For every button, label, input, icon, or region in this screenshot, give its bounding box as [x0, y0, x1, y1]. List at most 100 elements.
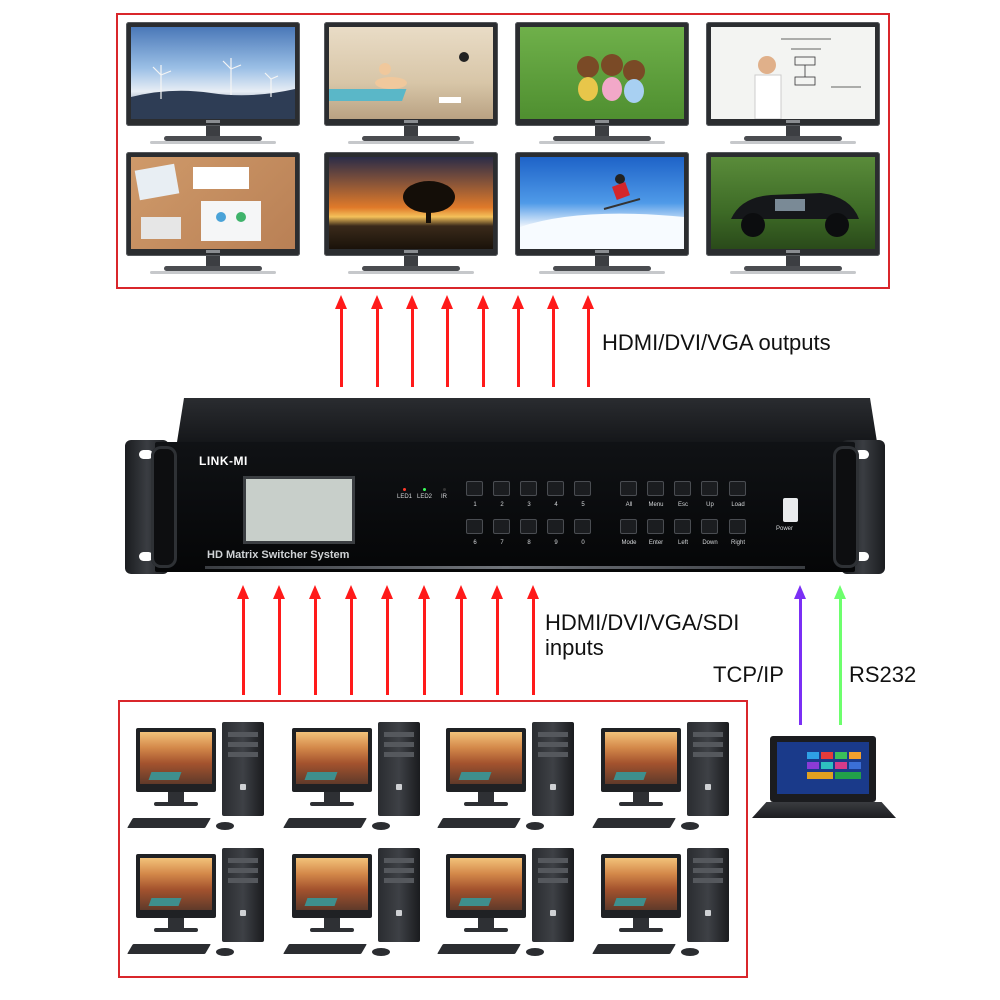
output-arrow: [582, 295, 594, 387]
power-label: Power: [776, 526, 794, 532]
lcd-screen: [243, 476, 355, 544]
rs232-label: RS232: [849, 662, 917, 687]
key-esc[interactable]: [674, 481, 691, 496]
key-menu[interactable]: [647, 481, 664, 496]
key-label: Enter: [648, 540, 664, 546]
key-all[interactable]: [620, 481, 637, 496]
desktop-computer: [437, 848, 584, 968]
key-4[interactable]: [547, 481, 564, 496]
tv-display: [515, 152, 689, 280]
key-2[interactable]: [493, 481, 510, 496]
key-label: 0: [581, 540, 585, 546]
output-arrow: [547, 295, 559, 387]
laptop-controller: [752, 736, 896, 822]
input-arrow: [418, 585, 430, 695]
key-label: Left: [677, 540, 688, 546]
tv-display: [324, 22, 498, 150]
key-label: All: [625, 502, 633, 508]
input-arrow: [309, 585, 321, 695]
tv-display: [324, 152, 498, 280]
key-label: 1: [473, 502, 477, 508]
skier-screen: [520, 157, 684, 249]
led1-label: LED1: [397, 494, 413, 500]
input-arrow: [273, 585, 285, 695]
input-arrow: [345, 585, 357, 695]
input-arrow: [381, 585, 393, 695]
output-arrow: [512, 295, 524, 387]
key-load[interactable]: [729, 481, 746, 496]
key-up[interactable]: [701, 481, 718, 496]
key-1[interactable]: [466, 481, 483, 496]
input-arrow: [455, 585, 467, 695]
tv-display: [126, 152, 300, 280]
front-strip: [205, 566, 805, 569]
key-3[interactable]: [520, 481, 537, 496]
key-label: 3: [527, 502, 531, 508]
power-switch[interactable]: [783, 498, 798, 522]
tv-display: [126, 22, 300, 150]
output-arrow: [371, 295, 383, 387]
desktop-computer: [283, 722, 430, 842]
sunset-tree-screen: [329, 157, 493, 249]
handle-right: [833, 446, 859, 568]
desktop-computer: [127, 722, 274, 842]
led2-label: LED2: [417, 494, 433, 500]
key-7[interactable]: [493, 519, 510, 534]
output-displays-frame: [116, 13, 890, 289]
output-arrow: [335, 295, 347, 387]
key-label: Mode: [621, 540, 637, 546]
key-5[interactable]: [574, 481, 591, 496]
key-mode[interactable]: [620, 519, 637, 534]
input-arrow: [527, 585, 539, 695]
inputs-label-line2: inputs: [545, 635, 604, 660]
key-enter[interactable]: [647, 519, 664, 534]
output-arrow: [441, 295, 453, 387]
output-arrow: [477, 295, 489, 387]
matrix-switcher: LINK-MI HD Matrix Switcher System LED1 L…: [125, 398, 885, 580]
key-label: Esc: [677, 502, 688, 508]
led1-indicator: [403, 488, 406, 491]
key-label: 6: [473, 540, 477, 546]
desktop-computer: [592, 722, 739, 842]
key-label: Menu: [648, 502, 664, 508]
key-label: Right: [730, 540, 745, 546]
desktop-computer: [437, 722, 584, 842]
key-label: 4: [554, 502, 558, 508]
key-label: Down: [702, 540, 718, 546]
desktop-computer: [592, 848, 739, 968]
tv-display: [706, 152, 880, 280]
vintage-car-screen: [711, 157, 875, 249]
man-whiteboard-screen: [711, 27, 875, 119]
output-arrow: [406, 295, 418, 387]
system-name: HD Matrix Switcher System: [207, 549, 350, 561]
key-label: 8: [527, 540, 531, 546]
key-right[interactable]: [729, 519, 746, 534]
key-label: 9: [554, 540, 558, 546]
key-8[interactable]: [520, 519, 537, 534]
outputs-label: HDMI/DVI/VGA outputs: [602, 330, 831, 355]
inputs-label-line1: HDMI/DVI/VGA/SDI: [545, 610, 740, 635]
key-0[interactable]: [574, 519, 591, 534]
tcpip-arrow: [794, 585, 806, 725]
key-label: 7: [500, 540, 504, 546]
laptop-screen: [777, 742, 869, 794]
key-9[interactable]: [547, 519, 564, 534]
tv-display: [706, 22, 880, 150]
tv-display: [515, 22, 689, 150]
tcpip-label: TCP/IP: [713, 662, 784, 687]
key-label: Up: [706, 502, 714, 508]
input-arrow: [491, 585, 503, 695]
ir-label: IR: [441, 494, 447, 500]
ir-receiver: [443, 488, 446, 491]
office-desk-screen: [131, 157, 295, 249]
key-left[interactable]: [674, 519, 691, 534]
desktop-computer: [283, 848, 430, 968]
woman-yoga-mat-screen: [329, 27, 493, 119]
handle-left: [151, 446, 177, 568]
rs232-arrow: [834, 585, 846, 725]
key-label: 5: [581, 502, 585, 508]
key-6[interactable]: [466, 519, 483, 534]
desktop-computer: [127, 848, 274, 968]
key-down[interactable]: [701, 519, 718, 534]
input-sources-frame: [118, 700, 748, 978]
